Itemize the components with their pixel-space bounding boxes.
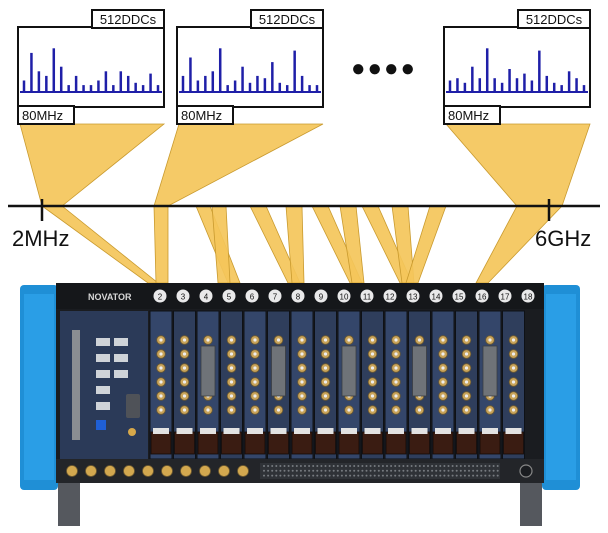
timing-connector — [199, 465, 211, 477]
module-port-block — [200, 345, 216, 397]
timing-connector — [180, 465, 192, 477]
receiver-modules — [149, 310, 525, 460]
module-handle — [432, 431, 454, 455]
slot-marker — [268, 289, 282, 303]
slot-number: 10 — [340, 293, 349, 302]
brand-label: NOVATOR — [88, 292, 132, 302]
slot-number: 5 — [227, 293, 232, 302]
spectrum-panel-1: 512DDCs 80MHz — [17, 9, 165, 125]
axis-max-label: 6GHz — [535, 226, 591, 251]
slot-marker — [429, 289, 443, 303]
slot-marker — [498, 289, 512, 303]
module-handle — [315, 431, 336, 455]
slot-number: 8 — [296, 293, 301, 302]
bandwidth-label: 80MHz — [448, 108, 489, 123]
module-handle — [456, 431, 477, 455]
slot-number: 12 — [386, 293, 395, 302]
timing-connector — [123, 465, 135, 477]
ellipsis-dots: ●●●● — [351, 55, 417, 82]
module-handle — [409, 431, 430, 455]
slot-marker — [337, 289, 351, 303]
frequency-axis: 2MHz 6GHz — [8, 199, 600, 251]
slot-number: 18 — [524, 293, 533, 302]
module-handle — [174, 431, 195, 455]
funnel-band — [211, 205, 231, 284]
slot-number: 7 — [273, 293, 278, 302]
slot-marker — [245, 289, 259, 303]
slot-number: 17 — [501, 293, 510, 302]
module-handle — [338, 431, 360, 455]
timing-connector — [161, 465, 173, 477]
bandwidth-label: 80MHz — [22, 108, 63, 123]
module-handle — [479, 431, 501, 455]
module-handle — [244, 431, 266, 455]
slot-number: 6 — [250, 293, 255, 302]
funnel-band — [153, 123, 324, 207]
module-handle — [503, 431, 524, 455]
timing-connector — [104, 465, 116, 477]
module-handle — [197, 431, 219, 455]
slot-number: 2 — [158, 293, 163, 302]
slot-number: 15 — [455, 293, 464, 302]
ddc-label: 512DDCs — [100, 12, 157, 27]
slot-marker — [452, 289, 466, 303]
timing-connector — [218, 465, 230, 477]
slot-number: 4 — [204, 293, 209, 302]
funnel-band — [153, 205, 169, 284]
slot-marker — [314, 289, 328, 303]
slot-number: 3 — [181, 293, 186, 302]
slot-marker — [176, 289, 190, 303]
module-port-block — [271, 345, 286, 397]
module-handle — [291, 431, 313, 455]
slot-marker — [521, 289, 535, 303]
slot-number: 13 — [409, 293, 418, 302]
timing-connector — [237, 465, 249, 477]
frequency-funnels — [19, 123, 591, 284]
slot-number: 14 — [432, 293, 441, 302]
slot-marker — [222, 289, 236, 303]
slot-marker — [406, 289, 420, 303]
axis-min-label: 2MHz — [12, 226, 69, 251]
module-handle — [362, 431, 383, 455]
module-port-block — [412, 345, 427, 397]
slot-marker — [199, 289, 213, 303]
timing-connector — [85, 465, 97, 477]
funnel-band — [445, 123, 591, 207]
module-port-block — [482, 345, 498, 397]
module-port-block — [341, 345, 357, 397]
slot-marker — [153, 289, 167, 303]
funnel-band — [19, 123, 166, 207]
module-handle — [385, 431, 407, 455]
module-handle — [150, 431, 172, 455]
slot-marker — [360, 289, 374, 303]
funnel-band — [405, 205, 447, 284]
slot-number: 16 — [478, 293, 487, 302]
slot-number: 9 — [319, 293, 324, 302]
pxi-chassis: NOVATOR 2 3 4 5 6 7 8 9 10 11 12 13 14 15 16 17 18 — [20, 283, 580, 526]
spectrum-panel-2: 512DDCs 80MHz — [176, 9, 324, 125]
module-handle — [268, 431, 289, 455]
slot-number: 11 — [363, 293, 372, 302]
ddc-label: 512DDCs — [526, 12, 583, 27]
module-handle — [221, 431, 242, 455]
slot-marker — [291, 289, 305, 303]
timing-connector — [142, 465, 154, 477]
slot-marker — [475, 289, 489, 303]
ddc-label: 512DDCs — [259, 12, 316, 27]
timing-connector — [66, 465, 78, 477]
bandwidth-label: 80MHz — [181, 108, 222, 123]
slot-marker — [383, 289, 397, 303]
spectrum-panel-3: 512DDCs 80MHz — [443, 9, 591, 125]
slot-labels: 2 3 4 5 6 7 8 9 10 11 12 13 14 15 16 17 18 — [153, 289, 535, 303]
